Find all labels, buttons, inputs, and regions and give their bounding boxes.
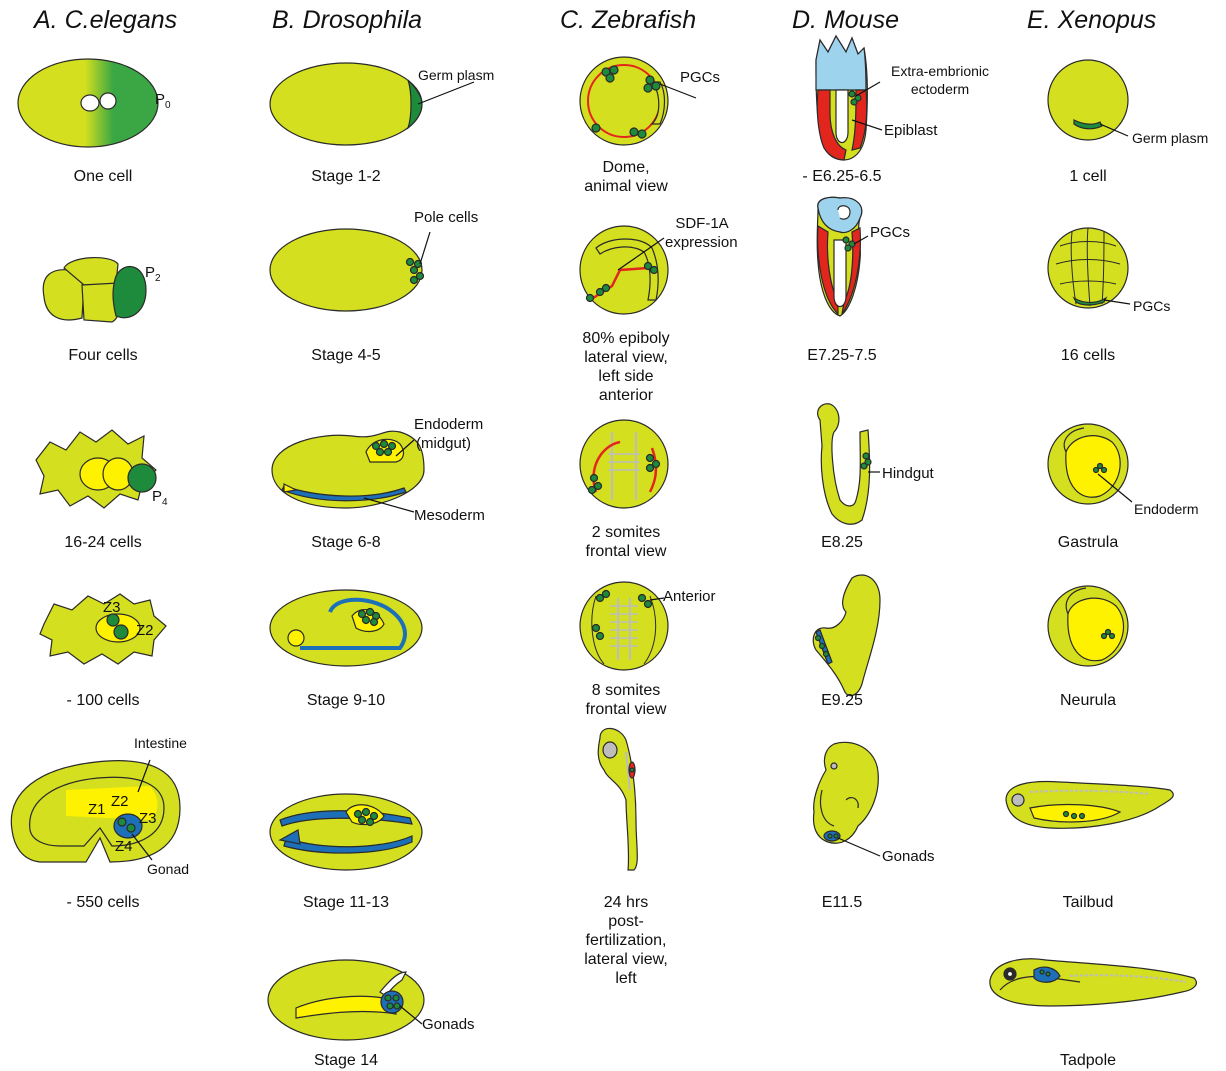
caption-24-hrs: 24 hrs post- fertilization, lateral view…	[584, 893, 668, 988]
celegans-pronucleus-1	[81, 95, 99, 111]
caption-8-somites: 8 somites frontal view	[586, 681, 667, 719]
caption-100-cells: - 100 cells	[67, 691, 140, 710]
drosophila-stage-11-13	[270, 794, 422, 870]
label-mesoderm: Mesoderm	[414, 507, 485, 525]
label-hindgut: Hindgut	[882, 465, 934, 483]
caption-24-hrs-line-3: fertilization,	[584, 931, 668, 950]
caption-80-epiboly: 80% epiboly lateral view, left side ante…	[582, 329, 669, 405]
label-gonads-drosophila: Gonads	[422, 1016, 475, 1034]
label-germ-plasm-xenopus: Germ plasm	[1132, 129, 1208, 147]
caption-80-epiboly-line-1: 80% epiboly	[582, 329, 669, 348]
caption-16-24-cells: 16-24 cells	[64, 533, 141, 552]
label-sdf1a: SDF-1A	[675, 215, 728, 233]
celegans-four-cell-p2	[113, 267, 146, 318]
label-anterior: Anterior	[663, 588, 716, 606]
caption-stage-6-8: Stage 6-8	[311, 533, 380, 552]
xenopus-tadpole	[990, 959, 1196, 1006]
caption-8-somites-line-1: 8 somites	[586, 681, 667, 700]
label-gonad: Gonad	[147, 860, 189, 878]
caption-stage-11-13: Stage 11-13	[303, 893, 389, 912]
label-z3-100: Z3	[103, 599, 121, 616]
label-extra-embrionic: Extra-embrionic	[891, 62, 989, 80]
label-p0: P0	[155, 91, 171, 111]
mouse-e11-5	[814, 742, 879, 843]
caption-1-cell: 1 cell	[1069, 167, 1106, 186]
label-z1: Z1	[88, 801, 106, 818]
caption-2-somites-line-1: 2 somites	[586, 523, 667, 542]
label-z3: Z3	[139, 810, 157, 827]
label-p4: P4	[152, 488, 168, 508]
caption-24-hrs-line-1: 24 hrs	[584, 893, 668, 912]
drosophila-stage-4-5	[270, 229, 422, 311]
label-pole-cells: Pole cells	[414, 209, 478, 227]
caption-24-hrs-line-4: lateral view,	[584, 950, 668, 969]
caption-e8-25: E8.25	[821, 533, 863, 552]
label-p2: P2	[145, 264, 161, 284]
caption-tailbud: Tailbud	[1063, 893, 1114, 912]
label-z2: Z2	[111, 793, 129, 810]
caption-dome-line-2: animal view	[584, 177, 668, 196]
label-z2-100: Z2	[136, 622, 154, 639]
caption-one-cell: One cell	[74, 167, 133, 186]
label-intestine: Intestine	[134, 734, 187, 752]
label-pgcs-mouse: PGCs	[870, 224, 910, 242]
label-germ-plasm-drosophila: Germ plasm	[418, 66, 494, 84]
drosophila-gonads	[381, 991, 403, 1013]
zebrafish-dome	[580, 57, 668, 145]
caption-80-epiboly-line-3: left side	[582, 367, 669, 386]
caption-80-epiboly-line-2: lateral view,	[582, 348, 669, 367]
caption-stage-4-5: Stage 4-5	[311, 346, 380, 365]
label-endoderm-drosophila: Endoderm	[414, 416, 483, 434]
label-epiblast: Epiblast	[884, 122, 937, 140]
caption-24-hrs-line-5: left	[584, 969, 668, 988]
celegans-pronucleus-2	[100, 93, 116, 109]
caption-8-somites-line-2: frontal view	[586, 700, 667, 719]
label-pgcs-zebrafish: PGCs	[680, 69, 720, 87]
caption-stage-14: Stage 14	[314, 1051, 378, 1070]
caption-e7-25: E7.25-7.5	[807, 346, 876, 365]
caption-e6-25: - E6.25-6.5	[802, 167, 881, 186]
caption-stage-9-10: Stage 9-10	[307, 691, 385, 710]
caption-80-epiboly-line-4: anterior	[582, 386, 669, 405]
caption-gastrula: Gastrula	[1058, 533, 1118, 552]
label-endoderm-xenopus: Endoderm	[1134, 500, 1199, 518]
mouse-e9-25	[813, 575, 880, 696]
label-expression: expression	[665, 234, 738, 252]
label-midgut: (midgut)	[416, 435, 471, 453]
caption-four-cells: Four cells	[68, 346, 137, 365]
caption-2-somites-line-2: frontal view	[586, 542, 667, 561]
caption-dome-line-1: Dome,	[584, 158, 668, 177]
caption-550-cells: - 550 cells	[67, 893, 140, 912]
label-pgcs-xenopus: PGCs	[1133, 297, 1170, 315]
drosophila-stage-1-2	[270, 63, 422, 145]
label-z4: Z4	[115, 838, 133, 855]
caption-2-somites: 2 somites frontal view	[586, 523, 667, 561]
caption-e9-25: E9.25	[821, 691, 863, 710]
label-gonads-mouse: Gonads	[882, 848, 935, 866]
caption-tadpole: Tadpole	[1060, 1051, 1116, 1070]
caption-stage-1-2: Stage 1-2	[311, 167, 380, 186]
caption-dome: Dome, animal view	[584, 158, 668, 196]
caption-neurula: Neurula	[1060, 691, 1116, 710]
caption-24-hrs-line-2: post-	[584, 912, 668, 931]
celegans-z2-cell	[114, 625, 128, 639]
caption-16-cells: 16 cells	[1061, 346, 1115, 365]
caption-e11-5: E11.5	[822, 893, 863, 912]
label-ectoderm: ectoderm	[911, 80, 969, 98]
